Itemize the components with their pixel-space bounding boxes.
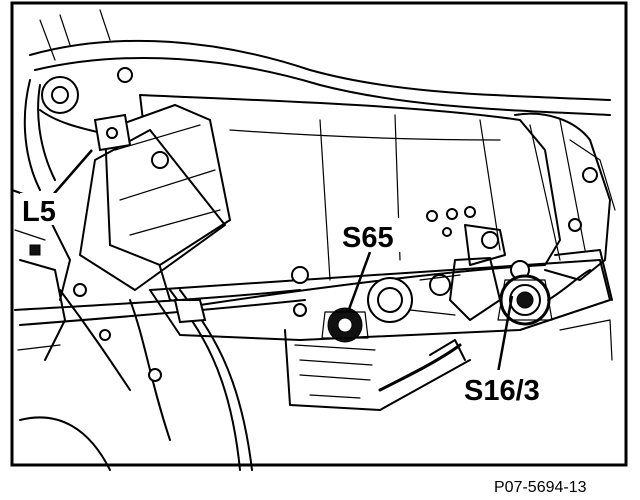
label-l5: L5 — [22, 196, 56, 228]
leader-l5 — [51, 149, 93, 197]
label-s65: S65 — [342, 222, 394, 254]
valve-body — [291, 224, 530, 323]
oil-pan — [149, 259, 611, 411]
label-s16-3: S16/3 — [464, 375, 540, 407]
figure-code: P07-5694-13 — [494, 479, 587, 496]
cables-and-lines — [14, 9, 611, 471]
switch-s16-3 — [497, 269, 591, 326]
right-components — [554, 139, 616, 361]
leader-s16-3 — [495, 295, 514, 379]
transmission-housing — [79, 94, 611, 306]
switch-s65 — [321, 307, 369, 343]
leader-s65 — [346, 251, 372, 313]
